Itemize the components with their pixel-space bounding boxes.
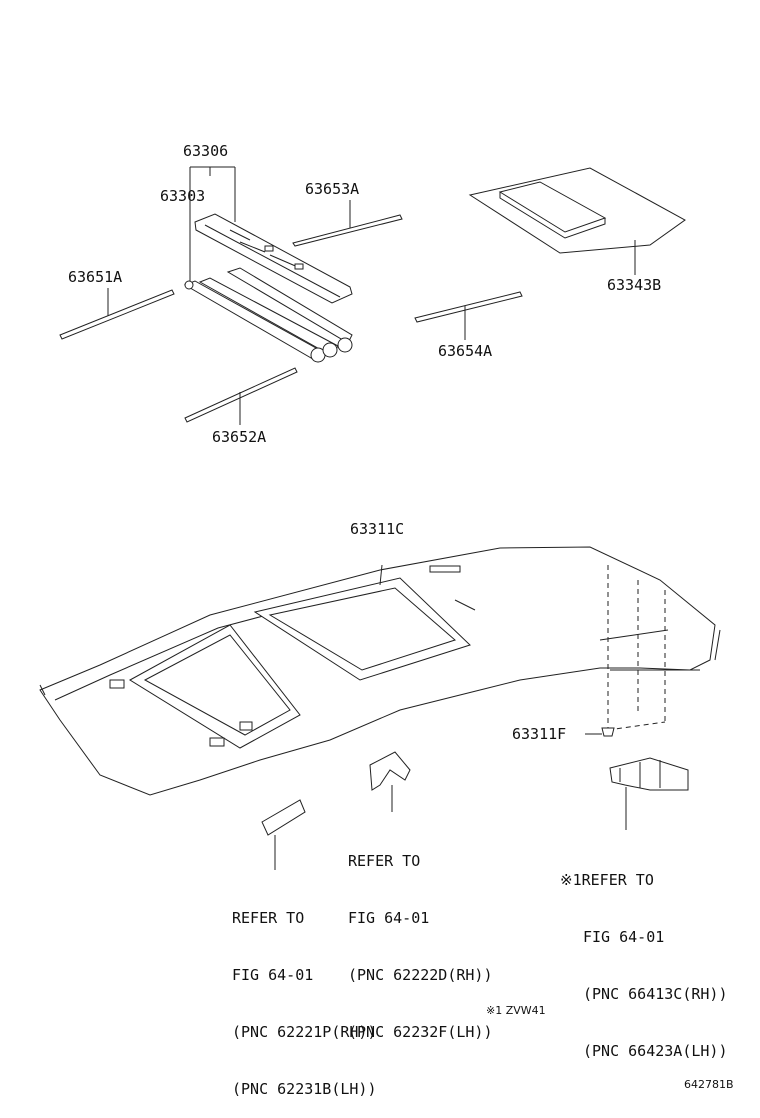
- bracket-center-part: [369, 751, 411, 812]
- headliner-63311C-part: [39, 546, 721, 796]
- refer-left-line-3: (PNC 62221P(RH)): [232, 1023, 377, 1041]
- refer-right-line-4: (PNC 66423A(LH)): [583, 1042, 728, 1060]
- label-63311F: 63311F: [512, 725, 567, 743]
- refer-left-line-4: (PNC 62231B(LH)): [232, 1080, 377, 1098]
- sunroof-housing-part: [183, 213, 353, 363]
- label-63343B: 63343B: [607, 276, 662, 294]
- refer-center-line-2: FIG 64-01: [348, 909, 430, 927]
- label-63311C: 63311C: [350, 520, 405, 538]
- footnote: ※1 ZVW41: [486, 1004, 546, 1017]
- refer-right-line-2: FIG 64-01: [583, 928, 665, 946]
- figure-id: 642781B: [684, 1078, 734, 1091]
- refer-note-left: REFER TO FIG 64-01 (PNC 62221P(RH)) (PNC…: [232, 871, 377, 1118]
- refer-right-line-1: ※1REFER TO: [560, 871, 654, 889]
- label-63652A: 63652A: [212, 428, 267, 446]
- clip-63311F-part: [585, 565, 666, 737]
- label-63306: 63306: [183, 142, 229, 160]
- strip-63651A-part: [59, 288, 175, 340]
- refer-center-line-3: (PNC 62222D(RH)): [348, 966, 493, 984]
- refer-center-line-4: (PNC 62232F(LH)): [348, 1023, 493, 1041]
- pad-63343B-part: [468, 167, 686, 275]
- refer-left-line-1: REFER TO: [232, 909, 305, 927]
- refer-right-line-3: (PNC 66413C(RH)): [583, 985, 728, 1003]
- label-63651A: 63651A: [68, 268, 123, 286]
- strip-63653A-part: [292, 200, 403, 247]
- label-63654A: 63654A: [438, 342, 493, 360]
- strip-63652A-part: [184, 367, 298, 425]
- label-63303: 63303: [160, 187, 206, 205]
- clip-left-part: [261, 799, 306, 870]
- strip-63654A-part: [414, 291, 523, 340]
- refer-note-right: ※1REFER TO FIG 64-01 (PNC 66413C(RH)) (P…: [560, 833, 728, 1080]
- label-63653A: 63653A: [305, 180, 360, 198]
- leader-63306: [189, 166, 236, 285]
- refer-center-line-1: REFER TO: [348, 852, 421, 870]
- module-right-part: [609, 757, 689, 830]
- refer-note-center: REFER TO FIG 64-01 (PNC 62222D(RH)) (PNC…: [348, 814, 493, 1061]
- refer-left-line-2: FIG 64-01: [232, 966, 314, 984]
